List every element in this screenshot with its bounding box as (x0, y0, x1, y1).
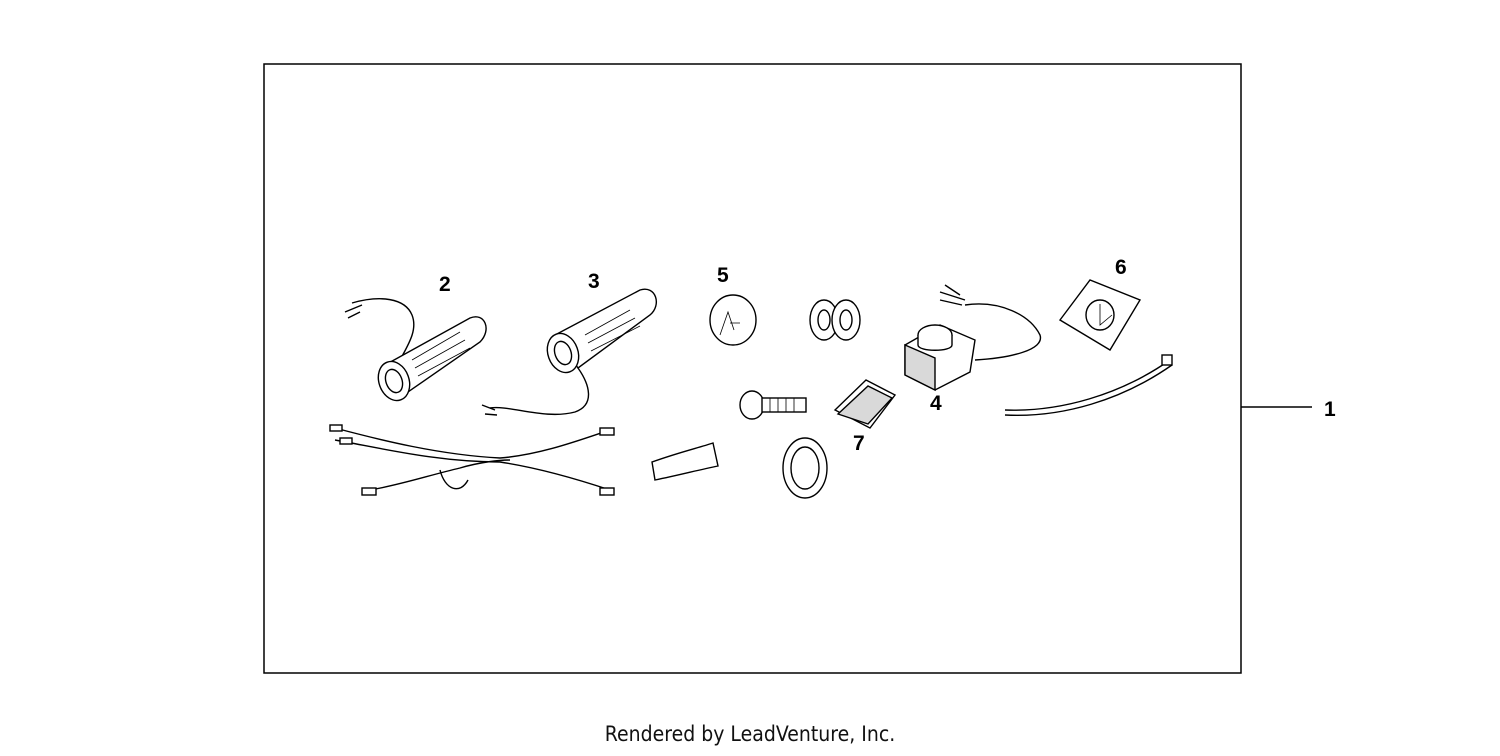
band-tube[interactable] (1004, 354, 1173, 417)
curved-clip[interactable] (651, 442, 719, 481)
callout-1: 1 (1324, 398, 1336, 421)
washer[interactable] (782, 437, 828, 499)
callout-6: 6 (1115, 256, 1127, 279)
grommet-pair[interactable] (809, 299, 861, 341)
part-6-plate[interactable] (1058, 279, 1142, 351)
part-4-switch[interactable] (904, 284, 1042, 392)
part-2-left-grip[interactable] (344, 298, 487, 405)
part-7-pad[interactable] (833, 379, 897, 429)
callout-3: 3 (588, 270, 600, 293)
diagram-frame (263, 63, 1242, 674)
wire-harness[interactable] (329, 424, 615, 496)
part-5-cap[interactable] (709, 294, 757, 346)
callout-2: 2 (439, 273, 451, 296)
callout-4: 4 (930, 392, 942, 415)
bolt[interactable] (739, 390, 807, 420)
callout-7: 7 (853, 432, 865, 455)
part-3-right-grip[interactable] (481, 288, 658, 416)
footer-credit: Rendered by LeadVenture, Inc. (604, 722, 896, 746)
callout-5: 5 (717, 264, 729, 287)
